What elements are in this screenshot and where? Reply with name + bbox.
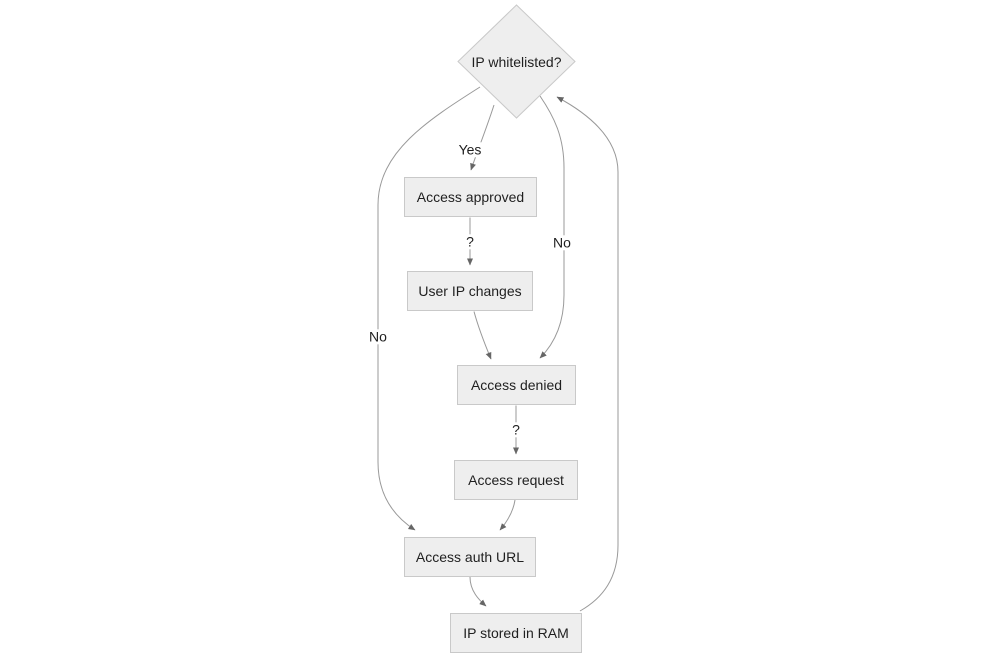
edge-label-no-right: No xyxy=(550,234,574,251)
edge-decision-to-auth-url xyxy=(377,86,481,531)
edge-label-question-2: ? xyxy=(509,421,523,438)
node-access-approved: Access approved xyxy=(404,177,537,217)
edge-request-to-auth-url xyxy=(499,499,516,531)
edge-ram-to-decision xyxy=(556,96,619,612)
node-shape-ip-whitelisted xyxy=(457,4,576,119)
edge-decision-to-denied xyxy=(539,95,565,359)
node-access-auth-url: Access auth URL xyxy=(404,537,536,577)
node-ip-whitelisted: IP whitelisted? xyxy=(471,54,562,70)
edge-auth-url-to-ram xyxy=(469,576,487,607)
edge-label-no-left: No xyxy=(366,328,390,345)
edge-label-yes: Yes xyxy=(455,141,485,158)
node-ip-stored-in-ram: IP stored in RAM xyxy=(450,613,582,653)
edge-decision-to-approved xyxy=(470,104,495,171)
node-access-request: Access request xyxy=(454,460,578,500)
node-user-ip-changes: User IP changes xyxy=(407,271,533,311)
node-access-denied: Access denied xyxy=(457,365,576,405)
edge-label-question-1: ? xyxy=(463,233,477,250)
edge-user-ip-to-denied xyxy=(473,311,492,360)
